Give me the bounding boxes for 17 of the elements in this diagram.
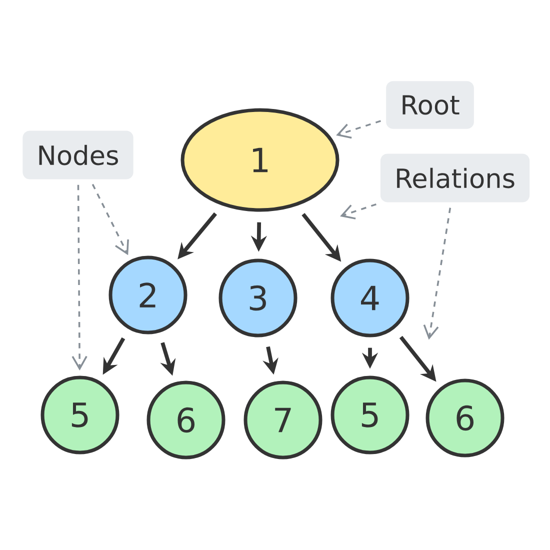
leader-line (423, 208, 452, 340)
tree-node: 4 (330, 258, 410, 338)
tree-node: 6 (426, 378, 504, 458)
tree-node: 5 (40, 376, 120, 454)
tree-node: 7 (244, 380, 322, 460)
root-node: 1 (180, 108, 340, 212)
leader-line (336, 120, 381, 139)
callout-label: Nodes (22, 130, 134, 180)
leader-line (340, 203, 376, 220)
tree-node: 2 (108, 256, 188, 334)
leader-line (72, 184, 88, 370)
leader-line (92, 184, 129, 256)
callout-label: Relations (380, 154, 530, 202)
tree-node: 3 (218, 258, 298, 338)
callout-label: Root (386, 81, 474, 129)
tree-node: 6 (146, 380, 226, 460)
tree-node: 5 (330, 376, 410, 454)
